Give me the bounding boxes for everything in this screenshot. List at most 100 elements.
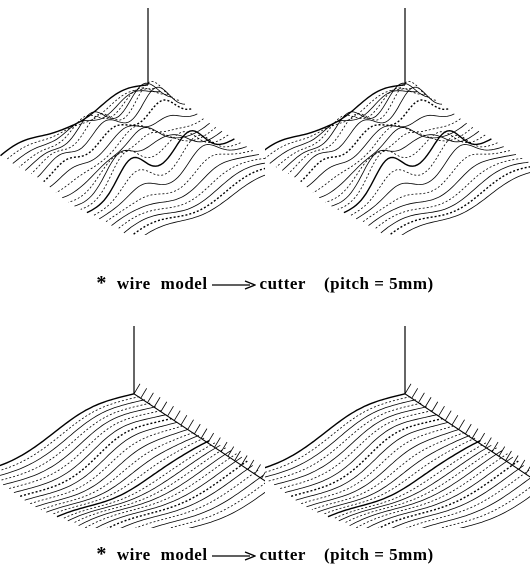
hatch-tick [193,423,201,435]
hatch-tick [173,410,181,421]
surface-profile-line [265,396,411,473]
hatch-tick [438,406,445,417]
surface-profile-line [319,122,467,199]
surface-profile-line [0,399,145,476]
surface-profile-line [131,167,265,235]
hatch-tick [227,446,235,457]
surface-profile-line [269,90,418,164]
surface-profile-line [325,126,474,203]
surface-profile-line [37,86,186,178]
wireframe-surface-smooth [265,326,530,528]
surface-profile-line [111,154,260,226]
surface-profile-line [338,444,492,522]
surface-profile-line [439,487,530,528]
hatch-tick [167,406,174,417]
surface-profile-line [294,86,443,178]
caption-word-cutter: cutter [259,274,306,293]
surface-profile-line [168,482,265,528]
hatch-tick [207,432,215,444]
hatch-tick [234,450,241,462]
hatch-tick [485,437,492,448]
hatch-tick [160,401,168,412]
surface-profile-line [421,477,530,528]
hatch-tick [254,464,261,475]
wireframe-surface-bumpy [265,8,530,235]
surface-profile-line [327,439,481,518]
surface-profile-line [322,437,476,515]
surface-profile-line [150,474,264,528]
surface-profile-line [355,453,508,528]
surface-profile-line [95,456,243,528]
surface-profile-line [98,144,247,220]
hatch-tick [498,446,506,457]
surface-profile-line [8,410,162,490]
surface-profile-line [300,425,454,505]
surface-profile-line [265,393,406,469]
hatch-tick [147,392,154,403]
caption-word-wire: wire [116,545,151,564]
surface-profile-line [391,465,524,528]
surface-profile-line [92,134,241,217]
surface-profile-line [120,465,253,528]
surface-profile-line [306,113,455,188]
hatch-tick [187,419,194,430]
surface-profile-line [62,122,210,199]
surface-profile-line [362,150,510,223]
surface-profile-line [290,417,443,498]
hatch-tick [451,414,459,426]
surface-profile-line [19,417,172,498]
surface-profile-line [405,469,530,528]
surface-profile-line [0,393,135,467]
hatch-tick [478,432,486,444]
hatch-tick [133,383,141,395]
cutter-path-line [133,393,265,482]
surface-profile-line [288,80,436,174]
surface-profile-line [377,460,519,528]
surface-profile-line [43,99,192,183]
asterisk-marker: * [96,272,107,294]
surface-profile-line [0,402,151,481]
surface-profile-line [123,162,265,234]
surface-profile-line [344,447,497,524]
surface-profile-line [349,134,498,217]
surface-profile-line [311,432,465,511]
hatch-tick [247,459,255,471]
hatch-tick [140,388,148,399]
surface-profile-line [74,130,223,207]
surface-profile-line [355,144,504,220]
hatch-tick [458,419,465,430]
hatch-tick [220,441,228,453]
surface-profile-line [273,406,427,486]
surface-profile-line [343,129,492,214]
hatch-tick [471,428,479,439]
surface-profile-line [317,435,470,513]
surface-profile-line [68,126,217,203]
surface-profile-line [295,421,449,501]
caption-word-model: model [160,274,208,293]
hatch-tick [411,388,419,399]
surface-profile-line [188,491,265,528]
surface-profile-line [84,453,237,528]
surface-profile-line [62,442,216,520]
surface-profile-line [388,166,530,235]
arrow-right-icon [211,280,256,290]
hatch-tick [511,455,519,466]
surface-profile-line [18,87,167,168]
surface-profile-line [24,421,178,501]
surface-profile-line [281,82,430,171]
surface-profile-line [284,414,438,493]
surface-profile-line [12,90,161,164]
hatch-tick [180,414,188,426]
arrow-right-icon [211,551,256,561]
hatch-tick [431,401,439,412]
surface-profile-line [265,399,416,478]
surface-profile-line [67,444,221,522]
surface-profile-line [6,88,155,160]
surface-profile-line [401,172,530,235]
surface-profile-line [56,439,210,518]
hatch-tick [240,455,248,466]
caption-pitch: (pitch = 5mm) [323,545,434,564]
surface-profile-line [265,88,412,159]
surface-profile-line [144,174,265,235]
surface-profile-line [331,130,480,207]
